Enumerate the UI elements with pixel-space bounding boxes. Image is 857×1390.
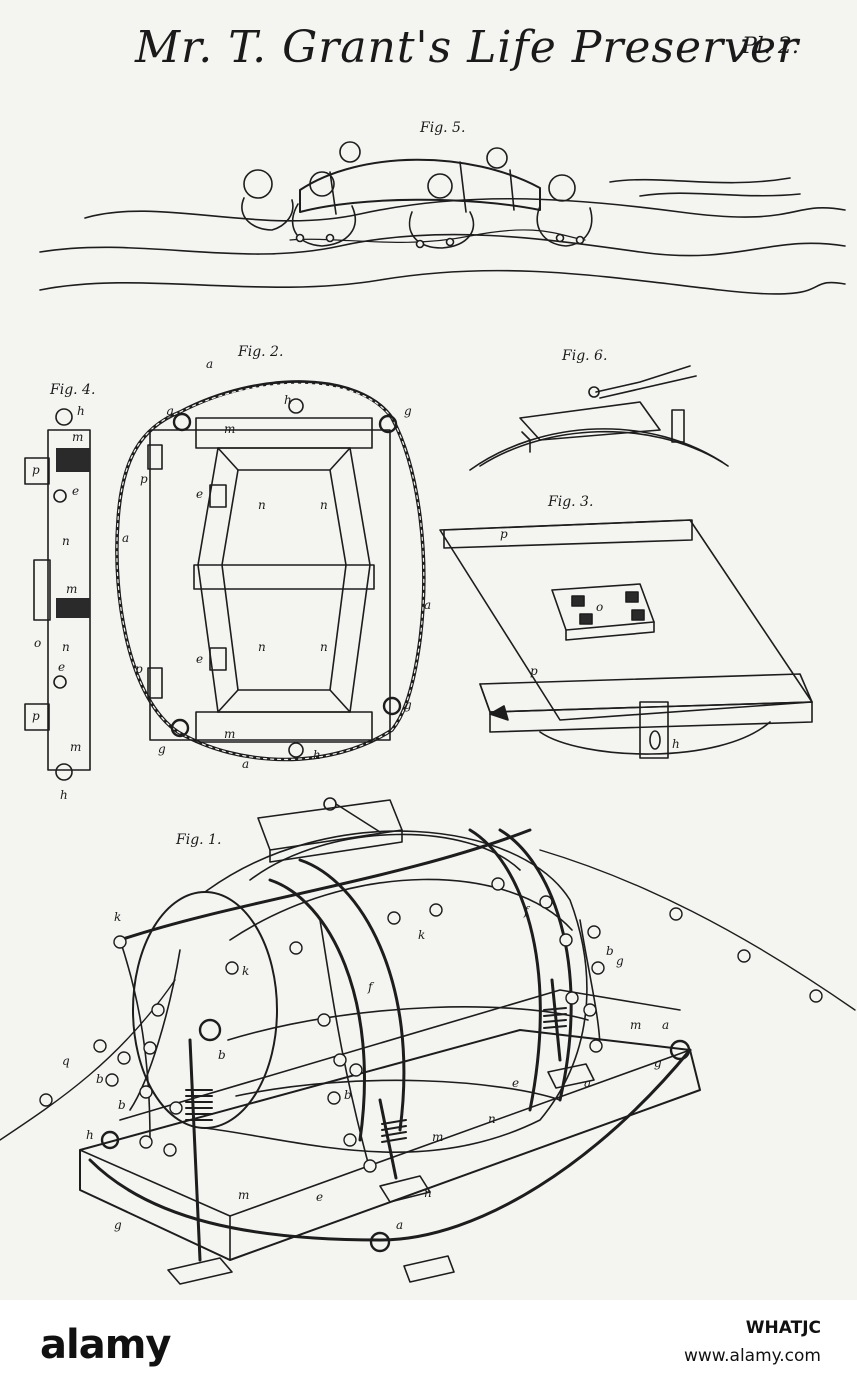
plate-number: Pl. 2. bbox=[742, 34, 799, 59]
fig3-letter: p bbox=[530, 664, 538, 678]
fig1-letter: q bbox=[62, 1054, 70, 1068]
fig4-letter: e bbox=[72, 484, 80, 498]
plate-title: Mr. T. Grant's Life Preserver bbox=[135, 22, 800, 73]
fig1-letter: k bbox=[242, 964, 250, 978]
fig4-letter: h bbox=[77, 404, 85, 418]
site-url: www.alamy.com bbox=[683, 1346, 821, 1366]
fig2-letter: p bbox=[135, 662, 143, 676]
fig4-letter: o bbox=[34, 636, 42, 650]
fig2-letter: a bbox=[242, 757, 250, 771]
plate-illustration bbox=[0, 141, 856, 1285]
fig2-letter: n bbox=[320, 640, 328, 654]
fig4-letter: p bbox=[32, 709, 40, 723]
fig2-letter: h bbox=[284, 393, 292, 407]
fig6-drawing bbox=[469, 365, 729, 471]
fig2-letter: n bbox=[320, 498, 328, 512]
fig4-letter: n bbox=[62, 640, 70, 654]
fig1-letter: g bbox=[114, 1218, 122, 1232]
fig1-label: Fig. 1. bbox=[176, 832, 222, 848]
fig4-letter: p bbox=[32, 463, 40, 477]
fig2-letter: n bbox=[258, 498, 266, 512]
fig2-letter: g bbox=[158, 742, 166, 756]
fig1-letter: m bbox=[630, 1018, 642, 1032]
fig1-letter: e bbox=[316, 1190, 324, 1204]
fig1-letter: m bbox=[432, 1130, 444, 1144]
fig4-letter: n bbox=[62, 534, 70, 548]
fig1-letter: f bbox=[524, 904, 529, 918]
fig2-letter: g bbox=[404, 698, 412, 712]
fig1-letter: g bbox=[654, 1056, 662, 1070]
fig1-letter: a bbox=[396, 1218, 404, 1232]
fig3-letter: o bbox=[596, 600, 604, 614]
fig1-drawing bbox=[0, 797, 856, 1285]
fig1-letter: b bbox=[118, 1098, 126, 1112]
fig4-drawing bbox=[24, 408, 91, 781]
fig1-letter: k bbox=[418, 928, 426, 942]
fig4-letter: m bbox=[66, 582, 78, 596]
fig1-letter: e bbox=[512, 1076, 520, 1090]
fig1-letter: h bbox=[86, 1128, 94, 1142]
fig5-label: Fig. 5. bbox=[420, 120, 466, 136]
fig1-letter: b bbox=[218, 1048, 226, 1062]
fig2-drawing bbox=[115, 380, 426, 762]
fig2-letter: g bbox=[166, 404, 174, 418]
fig2-letter: h bbox=[313, 748, 321, 762]
fig2-label: Fig. 2. bbox=[238, 344, 284, 360]
brand-logo: alamy bbox=[40, 1322, 171, 1368]
fig4-letter: e bbox=[58, 660, 66, 674]
fig3-letter: p bbox=[500, 527, 508, 541]
fig2-letter: n bbox=[258, 640, 266, 654]
fig1-letter: b bbox=[606, 944, 614, 958]
fig1-letter: n bbox=[424, 1186, 432, 1200]
fig2-letter: e bbox=[196, 652, 204, 666]
stock-footer: alamy WHATJC www.alamy.com bbox=[0, 1300, 857, 1390]
fig2-letter: a bbox=[122, 531, 130, 545]
fig1-letter: n bbox=[488, 1112, 496, 1126]
fig2-letter: a bbox=[206, 357, 214, 371]
fig2-letter: a bbox=[424, 598, 432, 612]
fig6-label: Fig. 6. bbox=[562, 348, 608, 364]
fig4-letter: m bbox=[70, 740, 82, 754]
fig1-letter: k bbox=[114, 910, 122, 924]
fig5-drawing bbox=[39, 141, 846, 295]
fig3-letter: h bbox=[672, 737, 680, 751]
fig1-letter: f bbox=[368, 980, 373, 994]
fig1-letter: a bbox=[584, 1076, 592, 1090]
fig4-label: Fig. 4. bbox=[50, 382, 96, 398]
fig3-label: Fig. 3. bbox=[548, 494, 594, 510]
fig1-letter: m bbox=[238, 1188, 250, 1202]
fig4-letter: h bbox=[60, 788, 68, 802]
fig1-letter: b bbox=[344, 1088, 352, 1102]
engraved-plate: Mr. T. Grant's Life Preserver Pl. 2. Fig… bbox=[0, 0, 857, 1300]
fig2-letter: m bbox=[224, 727, 236, 741]
fig2-letter: e bbox=[196, 487, 204, 501]
fig1-letter: b bbox=[96, 1072, 104, 1086]
image-id: WHATJC bbox=[745, 1318, 821, 1338]
fig3-drawing bbox=[439, 519, 813, 759]
fig2-letter: m bbox=[224, 422, 236, 436]
fig2-letter: g bbox=[404, 404, 412, 418]
fig1-letter: g bbox=[616, 954, 624, 968]
fig4-letter: m bbox=[72, 430, 84, 444]
fig2-letter: p bbox=[140, 472, 148, 486]
fig1-letter: a bbox=[662, 1018, 670, 1032]
